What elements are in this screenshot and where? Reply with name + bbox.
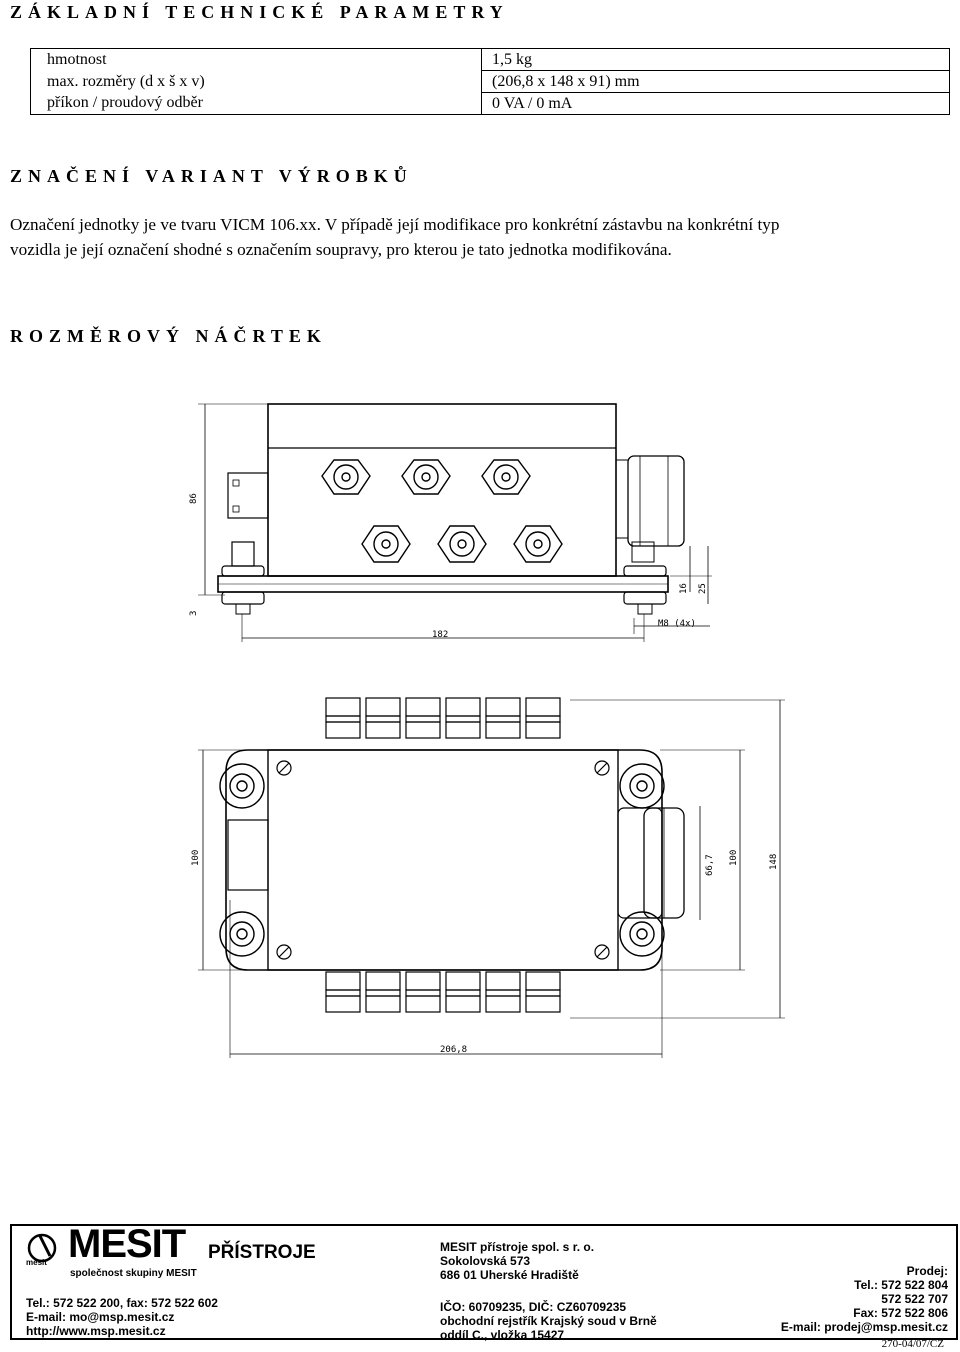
sales-fax: Fax: 572 522 806 [853, 1306, 948, 1320]
param-label: hmotnost [30, 48, 482, 71]
company-register: obchodní rejstřík Krajský soud v Brně [440, 1314, 657, 1328]
param-label: max. rozměry (d x š x v) [30, 70, 482, 93]
company-footer: mesit MESIT PŘÍSTROJE společnost skupiny… [10, 1222, 958, 1342]
contact-email: E-mail: mo@msp.mesit.cz [26, 1310, 175, 1324]
connector-block [405, 995, 441, 1013]
dim-height-86: 86 [189, 493, 199, 504]
connector-block [485, 971, 521, 991]
connector-band [525, 989, 561, 997]
variants-line-1: Označení jednotky je ve tvaru VICM 106.x… [10, 215, 780, 234]
connector-block [365, 697, 401, 717]
tagline: společnost skupiny MESIT [70, 1268, 197, 1279]
company-block: MESIT přístroje spol. s r. o. Sokolovská… [440, 1240, 657, 1342]
connector-block [445, 721, 481, 739]
connector-band [365, 715, 401, 723]
dim-length-206-8: 206,8 [440, 1045, 467, 1055]
connector-block [445, 971, 481, 991]
connector-block [525, 697, 561, 717]
sales-email: E-mail: prodej@msp.mesit.cz [780, 1320, 948, 1334]
contact-block: Tel.: 572 522 200, fax: 572 522 602 E-ma… [26, 1296, 218, 1338]
dim-thread: M8 (4x) [658, 619, 696, 629]
connector-block [445, 697, 481, 717]
company-ico: IČO: 60709235, DIČ: CZ60709235 [440, 1300, 627, 1314]
connector-band [405, 989, 441, 997]
param-row: max. rozměry (d x š x v)(206,8 x 148 x 9… [30, 70, 950, 93]
connector-block [445, 995, 481, 1013]
connector-band [365, 989, 401, 997]
connector-band [405, 715, 441, 723]
company-name: MESIT přístroje spol. s r. o. [440, 1240, 595, 1254]
param-value: (206,8 x 148 x 91) mm [481, 70, 950, 93]
side-view-drawing: 86 3 182 16 25 M8 (4x) [189, 403, 712, 642]
dim-width-100-left: 100 [191, 850, 201, 866]
variants-line-2: vozidla je její označení shodné s označe… [10, 240, 672, 259]
company-street: Sokolovská 573 [440, 1254, 531, 1268]
connector-block [485, 721, 521, 739]
connector-block [365, 995, 401, 1013]
connector-block [325, 971, 361, 991]
connector-block [525, 721, 561, 739]
connector-band [485, 715, 521, 723]
connector-block [485, 697, 521, 717]
connector-block [325, 721, 361, 739]
connector-block [405, 697, 441, 717]
contact-phone: Tel.: 572 522 200, fax: 572 522 602 [26, 1296, 218, 1310]
sales-phone-2: 572 522 707 [881, 1292, 948, 1306]
dim-inner-66-7: 66,7 [705, 854, 715, 876]
connector-block [325, 995, 361, 1013]
dim-length-182: 182 [432, 630, 448, 640]
connector-band [525, 715, 561, 723]
heading-params: ZÁKLADNÍ TECHNICKÉ PARAMETRY [10, 2, 509, 22]
company-section: oddíl C., vložka 15427 [440, 1328, 565, 1342]
param-value: 0 VA / 0 mA [481, 92, 950, 115]
connector-block [365, 971, 401, 991]
connector-band [445, 989, 481, 997]
connector-band [445, 715, 481, 723]
connector-block [405, 971, 441, 991]
logo-small-text: mesit [26, 1258, 47, 1267]
sales-title: Prodej: [906, 1264, 948, 1278]
document-id: 270-04/07/CZ [881, 1338, 944, 1350]
sales-block: Prodej: Tel.: 572 522 804 572 522 707 Fa… [781, 1264, 948, 1334]
connector-band [485, 989, 521, 997]
param-label: příkon / proudový odběr [30, 92, 482, 115]
contact-web: http://www.msp.mesit.cz [26, 1324, 166, 1338]
dim-base-3: 3 [189, 611, 199, 616]
sales-phone: Tel.: 572 522 804 [854, 1278, 948, 1292]
company-city: 686 01 Uherské Hradiště [440, 1268, 579, 1282]
heading-sketch: ROZMĚROVÝ NÁČRTEK [10, 326, 327, 346]
variants-paragraph: Označení jednotky je ve tvaru VICM 106.x… [10, 212, 960, 262]
mesit-logo-icon [27, 1233, 57, 1263]
connector-block [525, 971, 561, 991]
connector-block [365, 721, 401, 739]
param-value: 1,5 kg [481, 48, 950, 71]
connector-block [405, 721, 441, 739]
dim-16: 16 [679, 583, 689, 594]
connector-band [325, 989, 361, 997]
connector-band [325, 715, 361, 723]
dim-25: 25 [698, 583, 708, 594]
connector-block [325, 697, 361, 717]
dim-total-148: 148 [769, 854, 779, 870]
connector-block [485, 995, 521, 1013]
heading-variants: ZNAČENÍ VARIANT VÝROBKŮ [10, 166, 413, 186]
dim-inner-100: 100 [729, 850, 739, 866]
top-view-drawing: 100 66,7 100 148 206,8 [191, 697, 785, 1058]
logo-sub: PŘÍSTROJE [208, 1242, 316, 1263]
logo-brand: MESIT [68, 1222, 186, 1266]
connector-block [525, 995, 561, 1013]
